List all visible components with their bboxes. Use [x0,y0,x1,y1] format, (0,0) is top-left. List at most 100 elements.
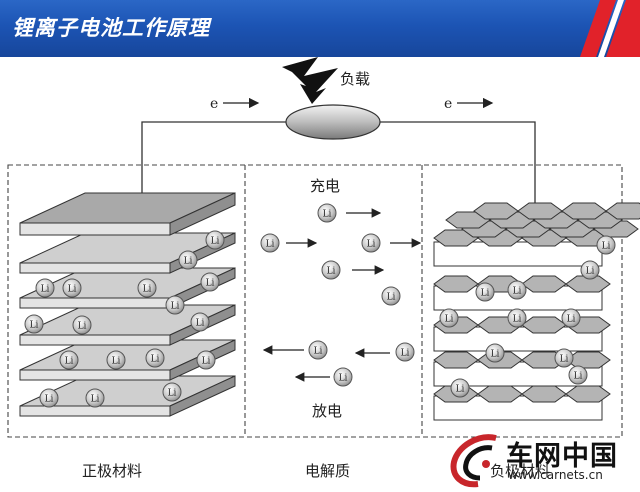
lithium-ion: Li [260,233,280,253]
svg-text:Li: Li [491,350,500,360]
lithium-ion: Li [308,340,328,360]
wire-right [380,121,536,218]
lithium-ion: Li [333,367,353,387]
svg-text:Li: Li [567,315,576,325]
lithium-ion: Li [165,295,185,315]
lithium-ion: Li [162,382,182,402]
svg-text:Li: Li [481,289,490,299]
svg-text:Li: Li [143,285,152,295]
svg-text:Li: Li [45,395,54,405]
lithium-ion: Li [205,230,225,250]
lithium-ion: Li [178,250,198,270]
svg-text:Li: Li [168,389,177,399]
charge-label: 充电 [310,177,340,195]
white-stripe [598,0,624,57]
svg-text:Li: Li [112,357,121,367]
svg-text:Li: Li [513,287,522,297]
red-stripe-right [606,0,640,57]
svg-text:Li: Li [202,357,211,367]
load-ellipse [285,104,381,140]
lithium-ion: Li [439,308,459,328]
lithium-ion: Li [62,278,82,298]
negative-material-label: 负极材料 [490,462,550,480]
lithium-ion: Li [321,260,341,280]
svg-text:Li: Li [367,240,376,250]
svg-text:Li: Li [171,302,180,312]
svg-text:Li: Li [574,372,583,382]
svg-text:Li: Li [323,210,332,220]
svg-text:Li: Li [91,395,100,405]
electrode-plate [19,232,236,274]
lithium-ion: Li [39,388,59,408]
lithium-ion: Li [72,315,92,335]
lithium-ion: Li [395,342,415,362]
electrolyte-label: 电解质 [305,462,350,480]
lithium-ion: Li [190,312,210,332]
svg-text:Li: Li [401,349,410,359]
svg-text:Li: Li [586,267,595,277]
electrode-plate [19,192,236,236]
svg-text:Li: Li [456,385,465,395]
lithium-ion: Li [507,308,527,328]
electron-left-label: e [210,96,218,112]
svg-text:Li: Li [211,237,220,247]
svg-text:Li: Li [560,355,569,365]
cell-boundary [7,164,623,438]
honeycomb-layer [433,385,611,421]
watermark-url: www.carnets.cn [508,468,603,482]
lithium-ion: Li [554,348,574,368]
lithium-ion: Li [59,350,79,370]
svg-text:Li: Li [196,319,205,329]
lithium-ion: Li [35,278,55,298]
svg-text:Li: Li [184,257,193,267]
svg-text:Li: Li [206,279,215,289]
electron-right-label: e [444,96,452,112]
watermark: 车网中国 www.carnets.cn [448,432,638,490]
ion-flow-arrows [262,208,422,382]
lightning-bolt-icon [282,57,338,104]
page-title: 锂离子电池工作原理 [12,16,210,40]
lithium-ion: Li [106,350,126,370]
svg-text:Li: Li [78,322,87,332]
svg-text:Li: Li [513,315,522,325]
load-label: 负载 [340,70,370,88]
svg-text:Li: Li [151,355,160,365]
lithium-ion: Li [200,272,220,292]
lithium-ion: Li [24,314,44,334]
lithium-ion: Li [381,286,401,306]
red-stripe [580,0,616,57]
lithium-ion: Li [85,388,105,408]
svg-text:Li: Li [445,315,454,325]
watermark-logo-icon [450,434,497,488]
svg-text:Li: Li [387,293,396,303]
lithium-ion: Li [475,282,495,302]
svg-text:Li: Li [41,285,50,295]
lithium-ion: Li [568,365,588,385]
lithium-ion: Li [580,260,600,280]
watermark-name: 车网中国 [506,441,618,472]
lithium-ion: Li [485,343,505,363]
title-banner: 锂离子电池工作原理 [0,0,640,57]
banner-stripes [580,0,640,57]
lithium-ion: Li [561,308,581,328]
wire-left [141,121,287,222]
lithium-ion: Li [450,378,470,398]
svg-text:Li: Li [65,357,74,367]
lithium-ion: Li [596,235,616,255]
positive-material-label: 正极材料 [82,462,142,480]
lithium-ion: Li [507,280,527,300]
svg-text:Li: Li [266,240,275,250]
lithium-ion: Li [317,203,337,223]
svg-text:Li: Li [327,267,336,277]
lithium-ion: Li [145,348,165,368]
positive-electrode-plates [19,192,236,417]
lithium-ion: Li [137,278,157,298]
svg-text:Li: Li [602,242,611,252]
svg-text:Li: Li [68,285,77,295]
svg-text:Li: Li [30,321,39,331]
electrode-plate [19,375,236,417]
lithium-ion: Li [361,233,381,253]
svg-text:Li: Li [314,347,323,357]
